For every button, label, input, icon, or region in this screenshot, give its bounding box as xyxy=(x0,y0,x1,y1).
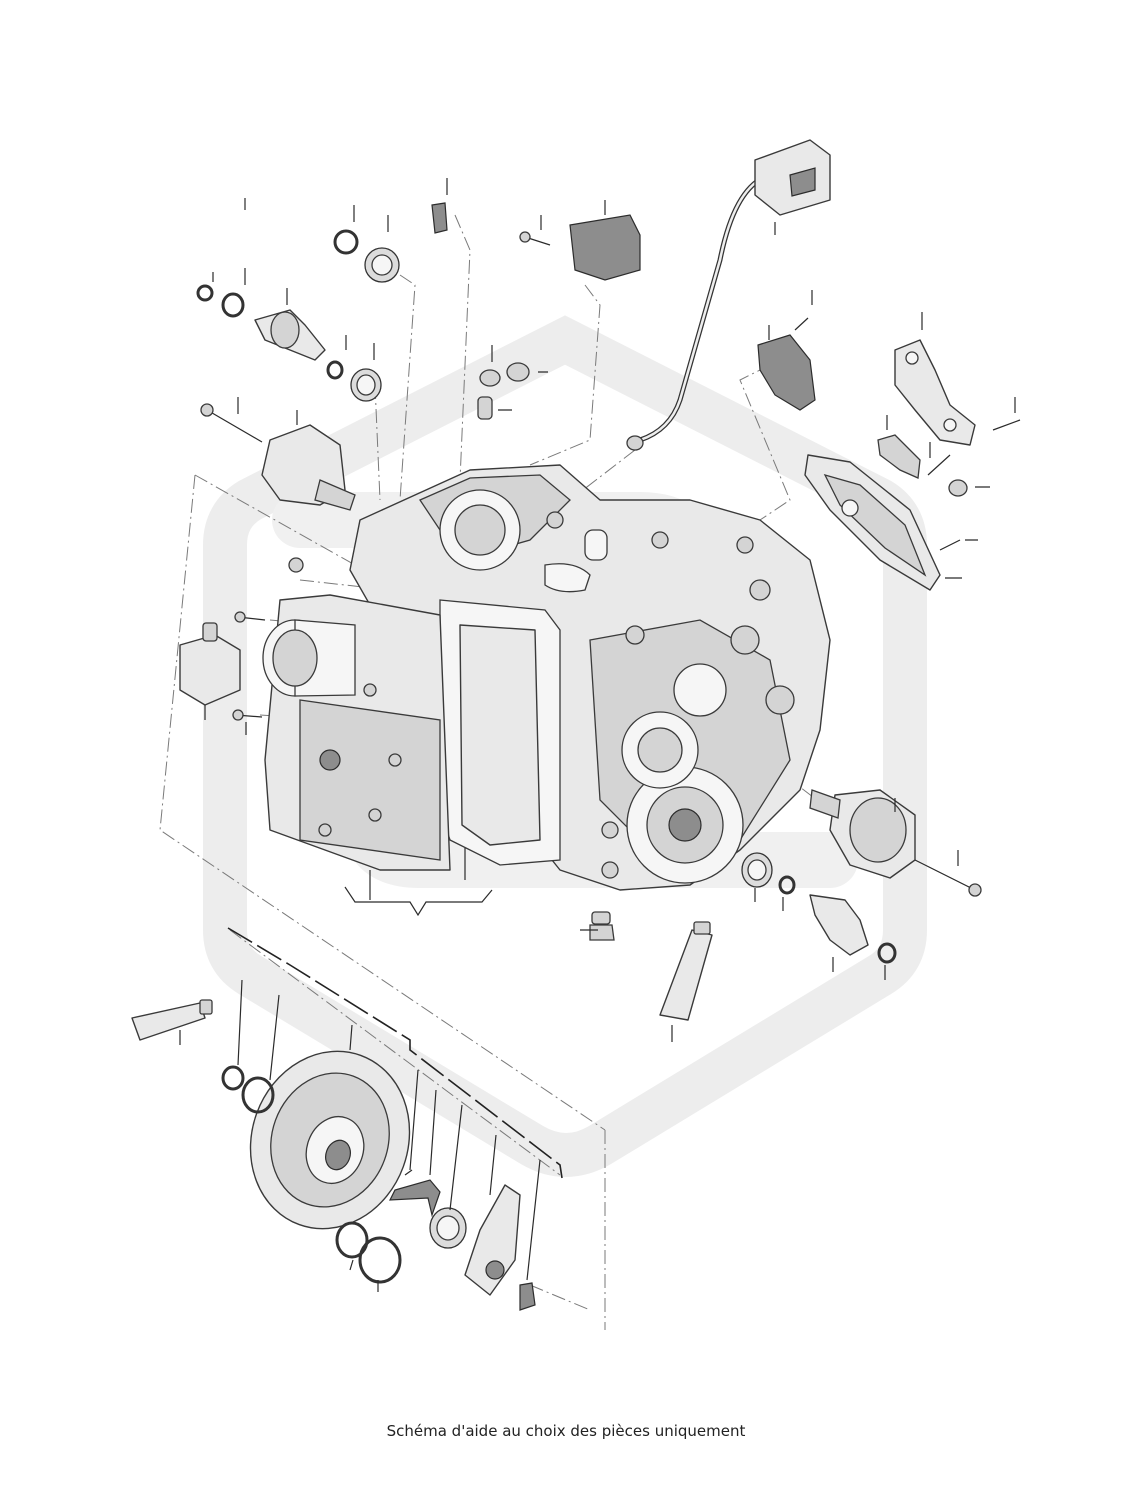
screws-left xyxy=(232,557,304,721)
drain-plug xyxy=(589,911,615,941)
group-brace xyxy=(344,886,493,917)
side-cover xyxy=(804,454,941,591)
right-small-parts xyxy=(877,434,968,551)
left-output-flange xyxy=(200,403,356,511)
control-unit-box xyxy=(179,622,241,706)
dual-clutch-assembly xyxy=(249,1050,411,1230)
mounting-bracket-plate xyxy=(894,339,1021,446)
left-drive-shaft xyxy=(254,309,326,361)
exploded-parts-diagram xyxy=(131,139,1021,1330)
clutch-small-parts xyxy=(389,1169,536,1311)
top-plugs xyxy=(477,362,530,420)
sensor-bracket xyxy=(757,317,816,411)
top-clip xyxy=(431,202,448,234)
clutch-group-line xyxy=(227,927,563,1179)
gearbox-housing xyxy=(349,464,831,891)
top-bracket xyxy=(519,214,641,281)
right-seals-shaft xyxy=(741,852,897,964)
oil-pan-gasket xyxy=(439,599,561,866)
right-output-flange xyxy=(809,789,982,897)
callout-ticks xyxy=(179,178,1016,1292)
clutch-rings xyxy=(221,1065,402,1284)
grease-tube-left xyxy=(131,999,213,1041)
seal-rings-left xyxy=(196,229,400,402)
grease-tube-right xyxy=(659,921,713,1021)
mechatronic-unit xyxy=(262,594,451,871)
wiring-harness xyxy=(626,139,831,451)
caption-disclaimer: Schéma d'aide au choix des pièces unique… xyxy=(386,1422,746,1440)
